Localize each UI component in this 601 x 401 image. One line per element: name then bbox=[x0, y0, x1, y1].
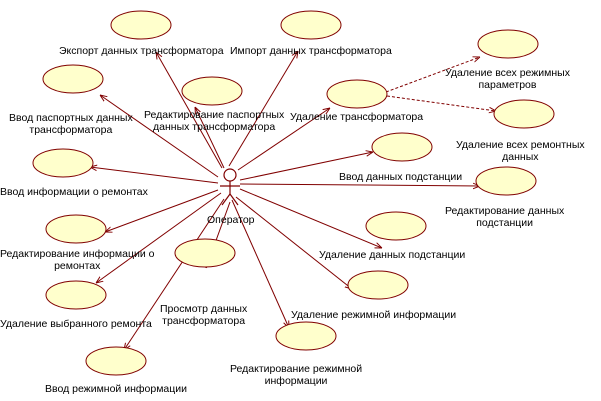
uc-mode-edit-ellipse[interactable] bbox=[275, 321, 337, 351]
uc-transformer-delete-label-line: Удаление трансформатора bbox=[290, 111, 424, 123]
uc-substation-delete-ellipse[interactable] bbox=[365, 211, 427, 241]
uc-export-label-line: Экспорт данных трансформатора bbox=[59, 45, 224, 57]
uc-passport-edit-label-line: Редактирование паспортных bbox=[144, 109, 285, 121]
uc-mode-delete-ellipse[interactable] bbox=[347, 270, 409, 300]
uc-passport-edit-label-line: данных трансформатора bbox=[153, 121, 276, 133]
include-arrow bbox=[386, 95, 496, 111]
uc-repair-edit-label-line: Редактирование информации о bbox=[0, 248, 155, 260]
association-arrow bbox=[195, 107, 225, 169]
uc-transformer-view-label-line: Просмотр данных bbox=[160, 303, 248, 315]
uc-export-ellipse[interactable] bbox=[110, 10, 172, 40]
uc-passport-input-ellipse[interactable] bbox=[42, 64, 104, 94]
association-arrow bbox=[228, 51, 298, 167]
uc-substation-input-label: Ввод данных подстанции bbox=[339, 171, 462, 183]
uc-delete-all-modes-label-line: параметров bbox=[478, 79, 537, 91]
actor-figure[interactable] bbox=[220, 168, 240, 206]
uc-passport-input-label-line: трансформатора bbox=[29, 124, 113, 136]
association-arrow bbox=[231, 199, 289, 328]
uc-export-label: Экспорт данных трансформатора bbox=[59, 45, 224, 57]
uc-transformer-delete-ellipse[interactable] bbox=[326, 79, 388, 109]
uc-delete-all-repairs-label-line: данных bbox=[502, 151, 539, 163]
uc-import-label: Импорт данных трансформатора bbox=[230, 45, 392, 57]
uc-substation-edit-label-line: Редактирование данных bbox=[445, 205, 565, 217]
association-arrow bbox=[239, 152, 373, 181]
uc-delete-all-repairs-label-line: Удаление всех ремонтных bbox=[456, 139, 585, 151]
uc-mode-edit-label-line: информации bbox=[264, 375, 328, 387]
association-arrow bbox=[96, 192, 222, 283]
association-arrow bbox=[156, 52, 223, 169]
uc-mode-input-ellipse[interactable] bbox=[85, 346, 147, 376]
association-arrow bbox=[90, 167, 219, 184]
include-arrow bbox=[385, 57, 480, 93]
association-arrow bbox=[235, 196, 352, 289]
uc-transformer-view-label-line: трансформатора bbox=[162, 315, 246, 327]
uc-mode-input-label: Ввод режимной информации bbox=[45, 383, 187, 395]
uc-transformer-view-ellipse[interactable] bbox=[174, 238, 236, 268]
uc-substation-input-ellipse[interactable] bbox=[371, 132, 433, 162]
association-arrow bbox=[105, 189, 219, 232]
use-case-ellipses bbox=[32, 10, 555, 376]
uc-passport-edit-ellipse[interactable] bbox=[181, 76, 243, 106]
uc-delete-all-modes-ellipse[interactable] bbox=[477, 29, 539, 59]
uc-repair-delete-label-line: Удаление выбранного ремонта bbox=[0, 318, 152, 330]
connectors bbox=[90, 51, 496, 350]
uc-repair-delete-label: Удаление выбранного ремонта bbox=[0, 318, 152, 330]
association-arrow bbox=[124, 198, 225, 350]
association-arrow bbox=[239, 184, 480, 186]
uc-repair-edit-ellipse[interactable] bbox=[45, 214, 107, 244]
uc-transformer-delete-label: Удаление трансформатора bbox=[290, 111, 423, 123]
uc-substation-delete-label-line: Удаление данных подстанции bbox=[319, 249, 466, 261]
uc-repair-edit-label-line: ремонтах bbox=[54, 260, 101, 272]
uc-repair-input-label-line: Ввод информации о ремонтах bbox=[0, 186, 148, 198]
uc-passport-input-label-line: Ввод паспортных данных bbox=[9, 112, 133, 124]
uc-mode-delete-label-line: Удаление режимной информации bbox=[291, 309, 457, 321]
uc-delete-all-repairs-ellipse[interactable] bbox=[493, 99, 555, 129]
uc-substation-edit-ellipse[interactable] bbox=[475, 166, 537, 196]
association-arrow bbox=[237, 108, 330, 171]
uc-repair-delete-ellipse[interactable] bbox=[45, 280, 107, 310]
association-arrow bbox=[239, 188, 382, 248]
uc-mode-delete-label: Удаление режимной информации bbox=[291, 309, 456, 321]
association-arrow bbox=[100, 95, 219, 178]
uc-substation-edit-label-line: подстанции bbox=[476, 217, 533, 229]
uc-repair-input-label: Ввод информации о ремонтах bbox=[0, 186, 148, 198]
uc-substation-delete-label: Удаление данных подстанции bbox=[319, 249, 465, 261]
uc-mode-edit-label-line: Редактирование режимной bbox=[230, 363, 363, 375]
uc-import-label-line: Импорт данных трансформатора bbox=[230, 45, 392, 57]
uc-repair-input-ellipse[interactable] bbox=[32, 148, 94, 178]
uc-delete-all-modes-label-line: Удаление всех режимных bbox=[445, 67, 570, 79]
uc-import-ellipse[interactable] bbox=[280, 10, 342, 40]
uc-substation-input-label-line: Ввод данных подстанции bbox=[339, 171, 463, 183]
actor-label: Оператор bbox=[207, 214, 255, 226]
uc-mode-input-label-line: Ввод режимной информации bbox=[45, 383, 187, 395]
